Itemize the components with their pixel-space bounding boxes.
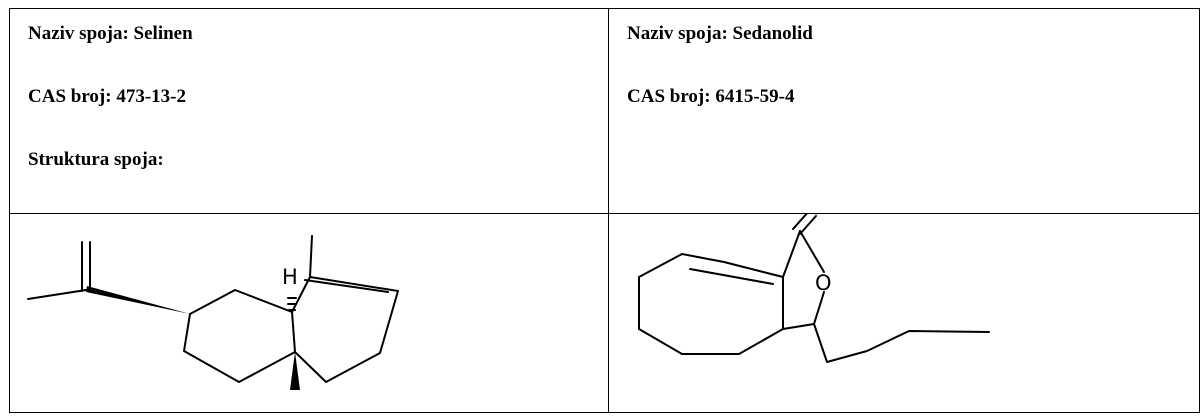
ring-methyl-bond <box>309 234 313 278</box>
angular-methyl-wedge <box>290 351 300 390</box>
selinen-name: Naziv spoja: Selinen <box>28 23 193 44</box>
ring-double-bond <box>304 278 389 293</box>
carbonyl-oxygen-label: O <box>808 214 825 219</box>
carbonyl-bond <box>792 213 808 230</box>
butyl-chain-bonds <box>813 322 990 363</box>
selinen-structure-diagram: H <box>27 234 399 390</box>
carbonyl-bond-second-line <box>799 214 817 235</box>
sedanolid-structure-diagram: O O <box>638 213 990 363</box>
lactone-bond-3 <box>782 290 825 330</box>
selinen-structure-cell: H <box>9 212 609 413</box>
cyclohexene-ring-bonds <box>638 252 784 355</box>
isopropenyl-wedge-bond <box>86 285 190 314</box>
sedanolid-info-cell: Naziv spoja: Sedanolid CAS broj: 6415-59… <box>608 8 1200 214</box>
sedanolid-cas-number: CAS broj: 6415-59-4 <box>627 86 795 107</box>
compound-table: Naziv spoja: Selinen CAS broj: 473-13-2 … <box>9 8 1200 413</box>
left-ring-bonds <box>183 288 296 383</box>
lactone-bond-2 <box>799 229 825 273</box>
structure-label: Struktura spoja: <box>28 149 164 170</box>
selinen-cas-number: CAS broj: 473-13-2 <box>28 86 186 107</box>
ring-oxygen-label: O <box>815 271 832 295</box>
hydrogen-hash-bond <box>287 296 297 311</box>
lactone-bond-1 <box>782 229 801 278</box>
right-ring-bonds <box>291 275 399 383</box>
sedanolid-name: Naziv spoja: Sedanolid <box>627 23 813 44</box>
ring-double-bond <box>689 267 774 285</box>
methyl-bond <box>27 288 87 300</box>
hydrogen-atom-label: H <box>282 265 298 289</box>
sedanolid-structure-cell: O O <box>608 212 1200 413</box>
selinen-info-cell: Naziv spoja: Selinen CAS broj: 473-13-2 … <box>9 8 609 214</box>
